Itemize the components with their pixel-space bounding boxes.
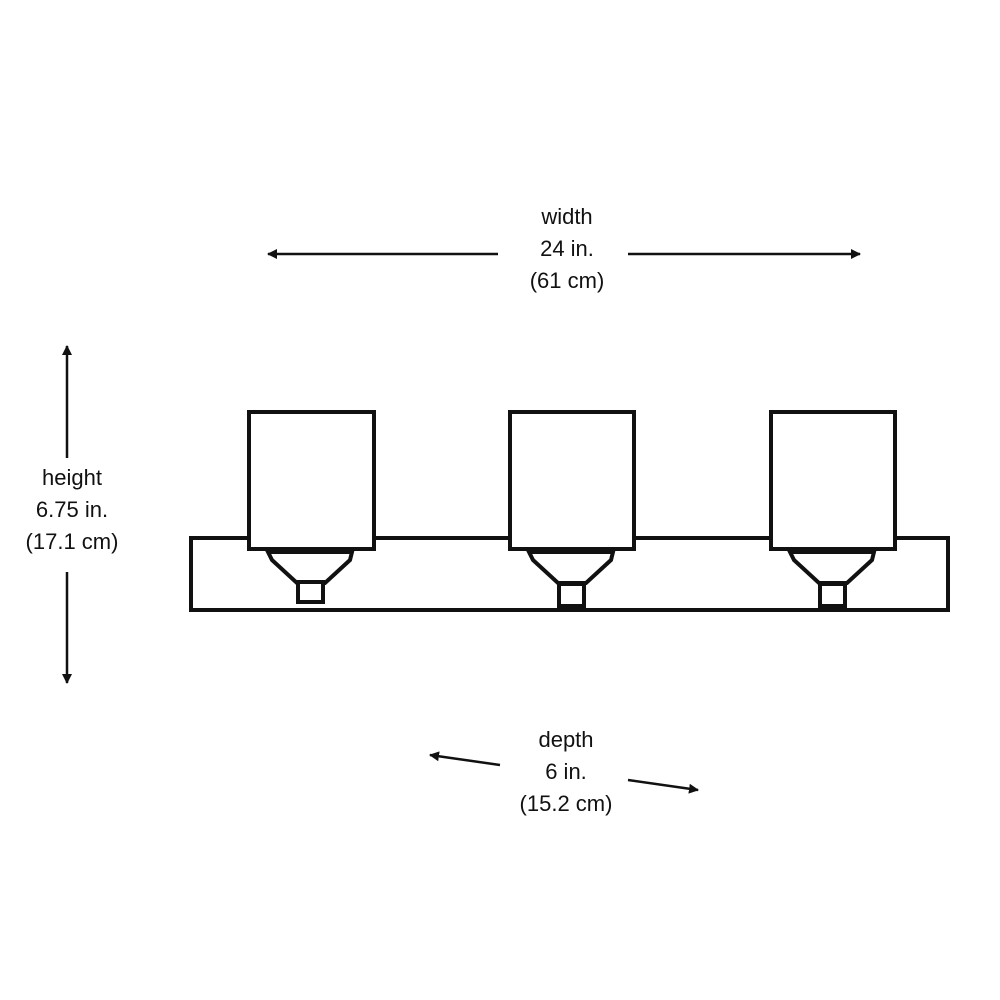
width-label: width 24 in. (61 cm) <box>467 201 667 297</box>
depth-title: depth <box>538 727 594 752</box>
width-metric: (61 cm) <box>529 268 605 293</box>
depth-label: depth 6 in. (15.2 cm) <box>466 724 666 820</box>
height-imperial: 6.75 in. <box>35 497 109 522</box>
depth-metric: (15.2 cm) <box>519 791 613 816</box>
height-metric: (17.1 cm) <box>25 529 119 554</box>
depth-arrow-left <box>429 751 501 767</box>
height-title: height <box>42 465 102 490</box>
width-imperial: 24 in. <box>540 236 594 261</box>
light-1 <box>247 410 376 604</box>
depth-arrow-right <box>627 778 699 794</box>
depth-imperial: 6 in. <box>545 759 587 784</box>
width-title: width <box>541 204 593 229</box>
light-2 <box>508 410 636 608</box>
light-3 <box>769 410 897 608</box>
height-label: height 6.75 in. (17.1 cm) <box>0 462 172 558</box>
